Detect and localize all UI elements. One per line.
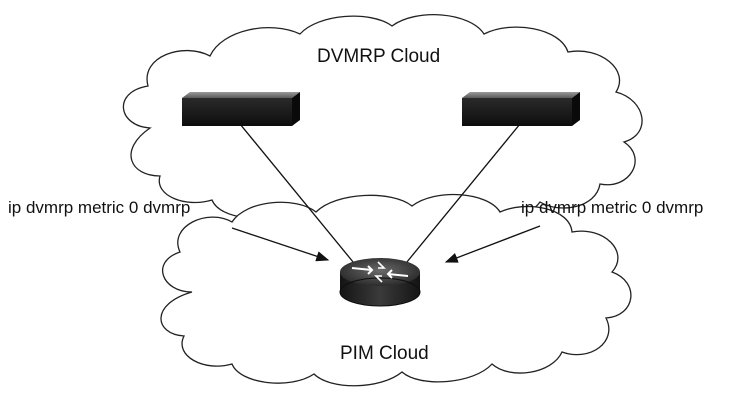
- router-cylinder-icon: [339, 258, 421, 307]
- dvmrp-cloud-title: DVMRP Cloud: [317, 46, 441, 67]
- left-command-label: ip dvmrp metric 0 dvmrp: [8, 198, 191, 217]
- right-command-label: ip dvmrp metric 0 dvmrp: [521, 198, 704, 217]
- router-box-icon: [182, 92, 300, 126]
- pim-cloud-title: PIM Cloud: [340, 343, 429, 364]
- link-left-device-to-center: [239, 123, 359, 269]
- callout-arrow-left: [231, 227, 330, 262]
- callout-arrow-right: [444, 225, 541, 263]
- link-right-device-to-center: [401, 123, 521, 269]
- router-box-icon: [462, 92, 580, 126]
